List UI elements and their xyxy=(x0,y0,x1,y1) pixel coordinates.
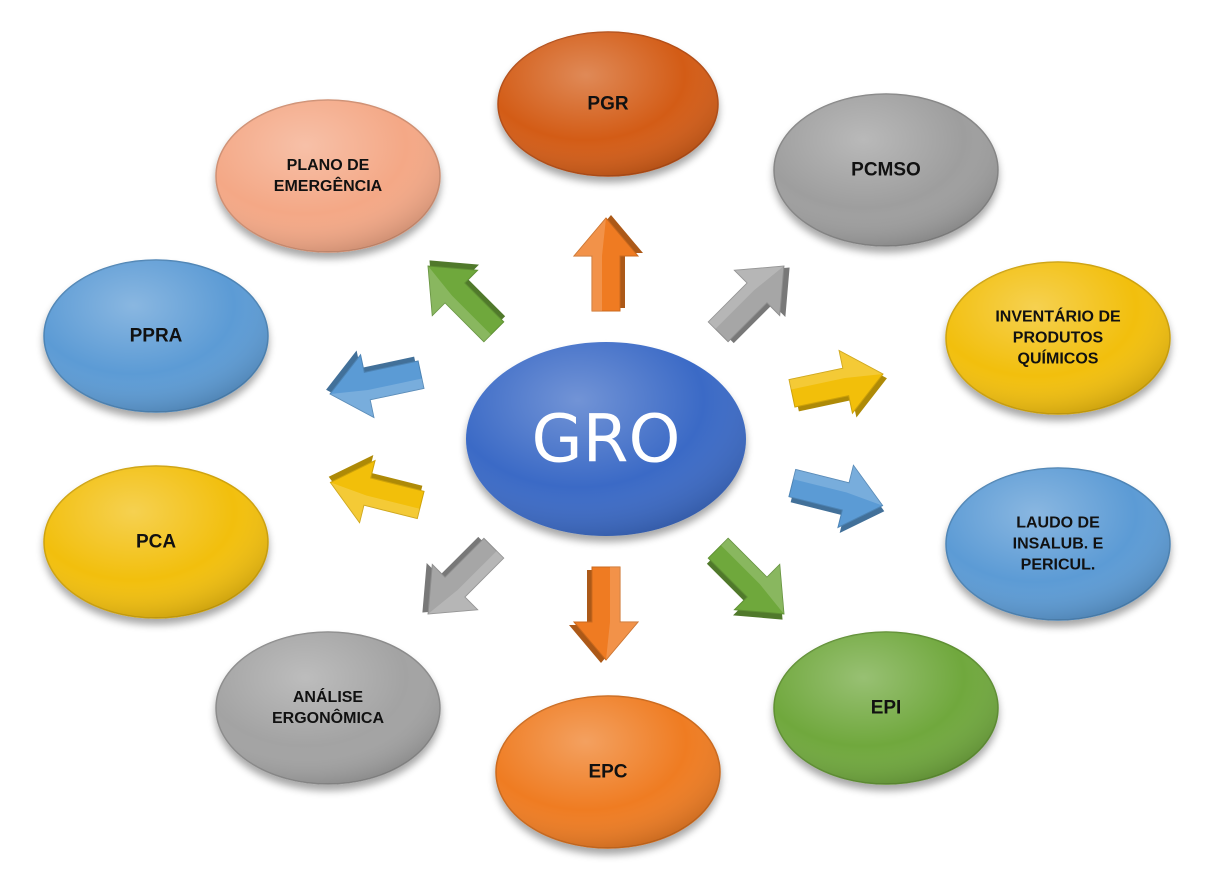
node-pcmso-shine xyxy=(774,94,998,246)
arrow-body xyxy=(707,537,785,615)
arrow-body xyxy=(329,353,425,419)
arrow-highlight xyxy=(793,465,883,506)
arrow-body xyxy=(788,464,884,529)
node-epc-label-line: EPC xyxy=(588,762,627,783)
arrow-to-epc xyxy=(569,566,640,663)
center-node: GRO xyxy=(466,342,746,536)
arrow-body xyxy=(572,217,640,312)
node-inventario-shine xyxy=(946,262,1170,414)
arrow-highlight xyxy=(721,538,784,614)
center-ellipse-shine xyxy=(466,342,746,536)
node-pca-shine xyxy=(44,466,268,618)
node-inventario: INVENTÁRIO DE PRODUTOS QUÍMICOS xyxy=(945,261,1171,415)
arrow-to-pca xyxy=(328,454,425,524)
arrow-highlight xyxy=(789,350,883,390)
node-pca-label-line: PCA xyxy=(136,532,176,553)
arrow-body xyxy=(329,459,425,524)
arrow-highlight xyxy=(574,218,606,311)
node-analise: ANÁLISE ERGONÔMICA xyxy=(215,631,441,785)
node-epi: EPI xyxy=(773,631,999,785)
node-laudo-label-line: LAUDO DE xyxy=(1016,515,1100,532)
arrow-to-ppra xyxy=(326,350,425,419)
arrow-highlight xyxy=(708,266,784,329)
node-pcmso-label-line: PCMSO xyxy=(851,160,921,181)
node-laudo-shine xyxy=(946,468,1170,620)
arrow-highlight xyxy=(330,482,420,523)
arrow-body xyxy=(788,349,884,415)
arrow-to-analise xyxy=(422,536,505,615)
node-plano-shine xyxy=(216,100,440,252)
node-plano-label-line: PLANO DE xyxy=(287,157,370,174)
node-pgr: PGR xyxy=(497,31,719,177)
arrow-highlight xyxy=(428,551,504,614)
node-pca: PCA xyxy=(43,465,269,619)
arrow-body xyxy=(707,265,785,343)
arrow-highlight xyxy=(606,567,638,660)
node-laudo-label-line: PERICUL. xyxy=(1021,557,1096,574)
node-analise-shine xyxy=(216,632,440,784)
arrow-body xyxy=(427,265,505,343)
arrow-to-pcmso xyxy=(707,265,790,344)
arrow-highlight xyxy=(428,266,491,342)
node-epi-label-line: EPI xyxy=(871,698,902,719)
node-epi-shine xyxy=(774,632,998,784)
center-label: GRO xyxy=(532,401,681,478)
arrow-to-laudo xyxy=(788,464,885,534)
node-analise-label-line: ERGONÔMICA xyxy=(272,708,384,727)
node-plano: PLANO DE EMERGÊNCIA xyxy=(215,99,441,253)
arrow-highlight xyxy=(330,378,424,418)
node-inventario-label-line: QUÍMICOS xyxy=(1018,349,1099,368)
node-ppra-shine xyxy=(44,260,268,412)
node-pcmso: PCMSO xyxy=(773,93,999,247)
node-pgr-label-line: PGR xyxy=(587,94,628,115)
node-analise-label-line: ANÁLISE xyxy=(293,687,364,706)
node-ppra-label-line: PPRA xyxy=(130,326,183,347)
arrow-to-plano xyxy=(427,260,506,343)
arrow-body xyxy=(572,566,640,661)
node-epc: EPC xyxy=(495,695,721,849)
nodes-layer: PGR PCMSO INVENTÁRIO DE PRODUTOS QUÍMICOS LAU… xyxy=(43,31,1171,849)
arrow-to-pgr xyxy=(572,215,643,312)
arrow-to-inventario xyxy=(788,349,887,418)
arrow-body xyxy=(427,537,505,615)
node-laudo-label-line: INSALUB. E xyxy=(1013,536,1104,553)
node-epc-shine xyxy=(496,696,720,848)
node-inventario-label-line: PRODUTOS xyxy=(1013,330,1104,347)
arrows-layer xyxy=(326,215,887,663)
node-plano-label-line: EMERGÊNCIA xyxy=(274,176,383,195)
node-pgr-shine xyxy=(498,32,718,176)
node-ppra: PPRA xyxy=(43,259,269,413)
arrow-to-epi xyxy=(706,537,785,620)
node-inventario-label-line: INVENTÁRIO DE xyxy=(995,307,1121,326)
node-laudo: LAUDO DE INSALUB. E PERICUL. xyxy=(945,467,1171,621)
